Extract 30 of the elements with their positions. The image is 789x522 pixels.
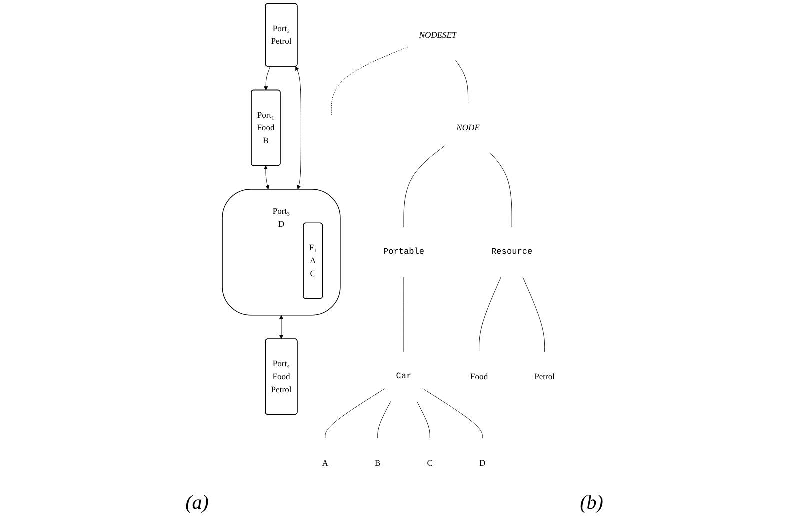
arrow (264, 166, 270, 190)
tree-line (455, 60, 469, 104)
tree-node-label: Resource (492, 247, 533, 257)
tree-line (416, 402, 430, 439)
oval-node: Port₂ Petrol (265, 3, 298, 67)
tree-line (325, 388, 386, 439)
tree-node-label: NODE (456, 123, 480, 132)
tree-line (490, 152, 512, 228)
tree-node-label: D (480, 458, 486, 468)
tree-node-label: NODESET (419, 30, 457, 40)
tree-node-label: Portable (383, 247, 425, 257)
tree-node-label: Car (396, 372, 412, 382)
tree-line (522, 277, 546, 352)
tree-node-label: Food (470, 372, 488, 382)
tree-line (422, 388, 483, 439)
oval-node: Port₄ Food Petrol (265, 338, 298, 415)
tree-line (479, 277, 502, 352)
oval-node: F₁ A C (303, 222, 323, 300)
oval-node: Port₁ Food B (251, 90, 281, 166)
tree-node-label: C (427, 458, 433, 468)
dashed-line (331, 47, 408, 116)
tree-line (404, 146, 446, 228)
tree-line (378, 402, 392, 439)
arrow (296, 66, 302, 190)
arrow (279, 315, 284, 340)
figure-caption: (b) (580, 492, 604, 516)
figure-caption: (a) (186, 492, 209, 516)
tree-node-label: A (322, 458, 328, 468)
tree-node-label: B (375, 458, 381, 468)
tree-node-label: Petrol (534, 372, 556, 382)
